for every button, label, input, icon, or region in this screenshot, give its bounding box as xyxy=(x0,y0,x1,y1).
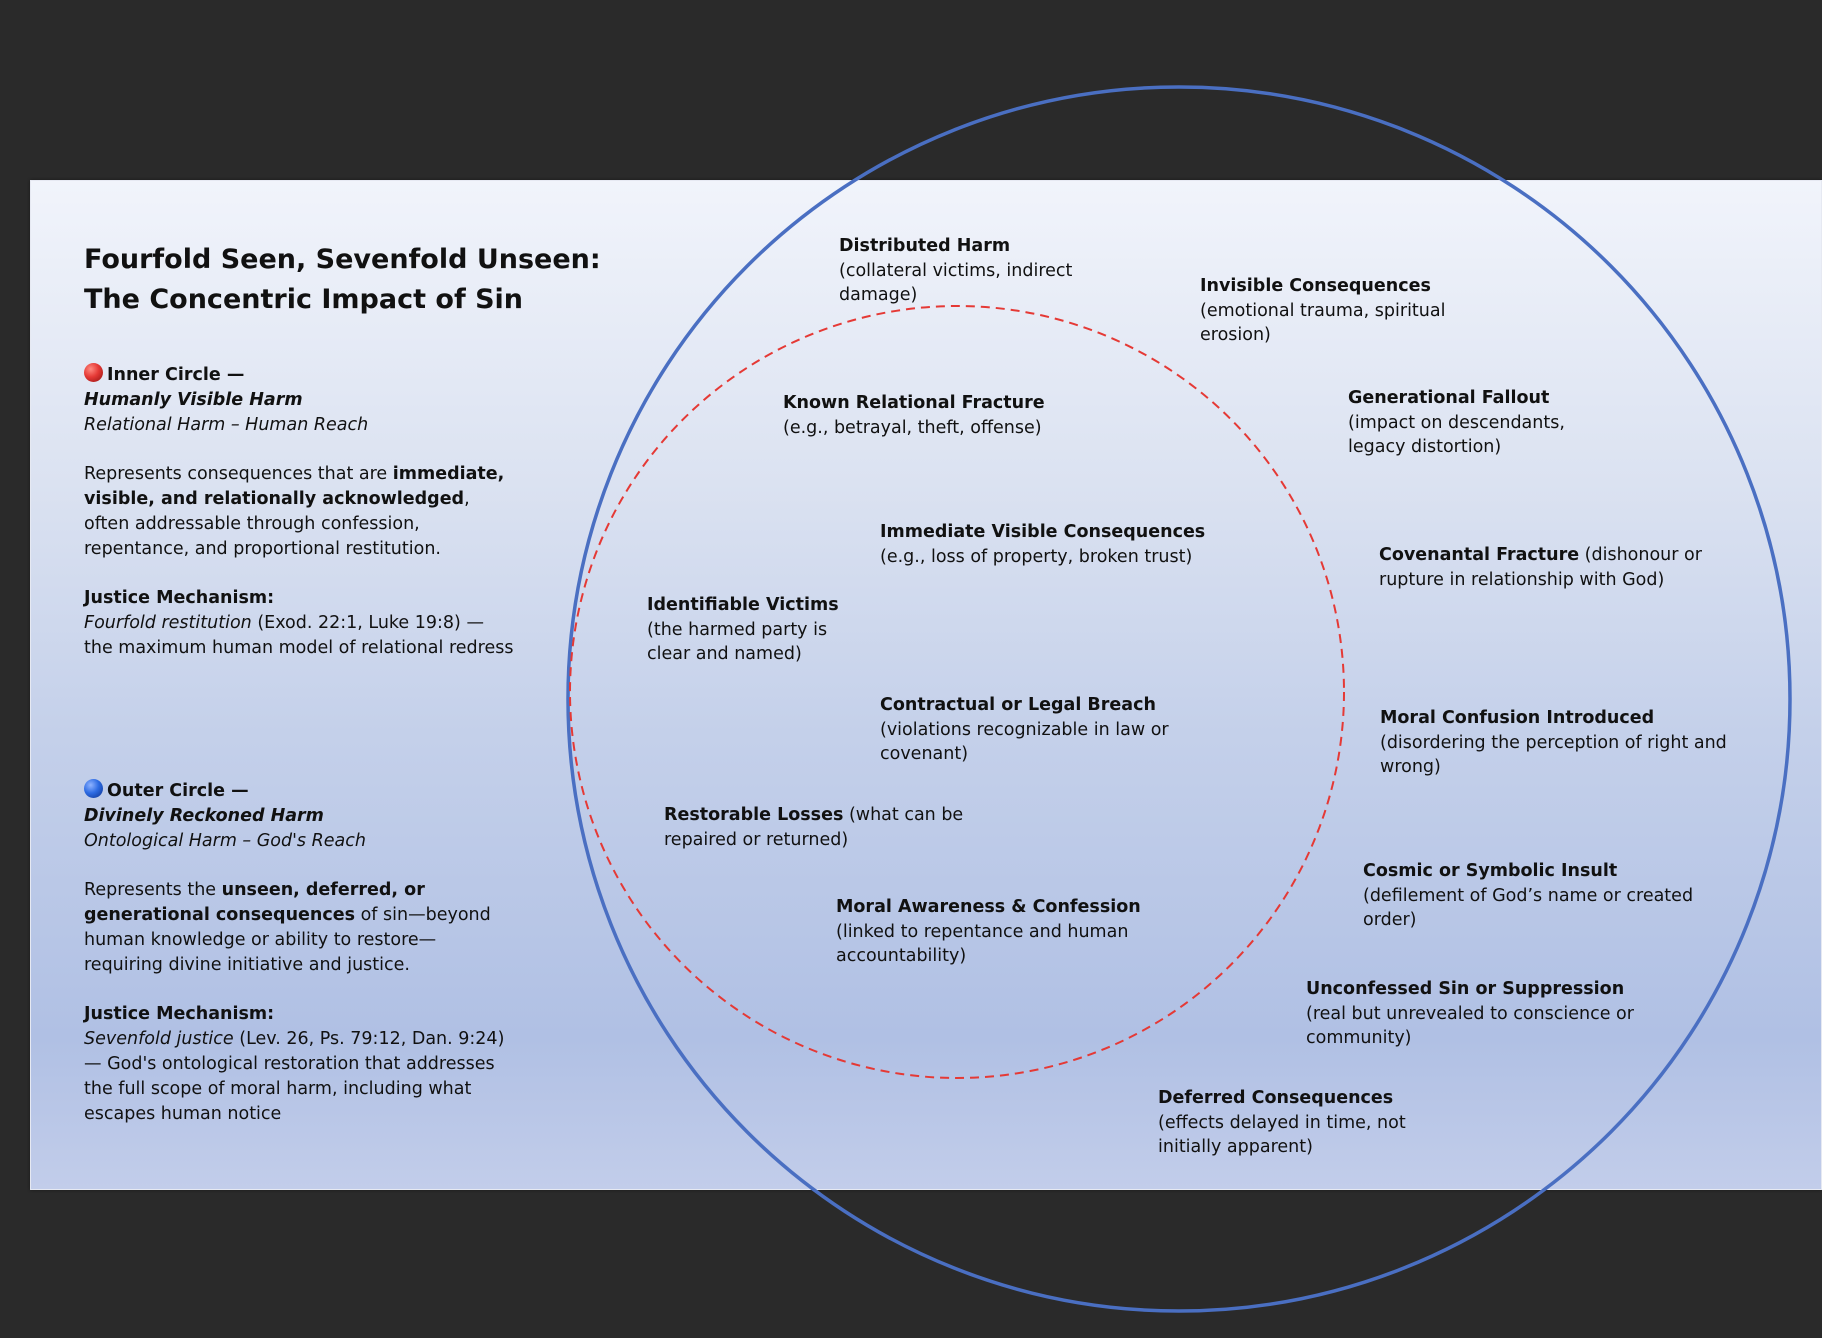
legend-outer: Outer Circle — Divinely Reckoned Harm On… xyxy=(84,779,514,1127)
legend-outer-description: Represents the unseen, deferred, or gene… xyxy=(84,880,491,975)
legend-inner-mechanism: Fourfold restitution (Exod. 22:1, Luke 1… xyxy=(84,613,514,658)
slide-panel xyxy=(30,180,1822,1190)
legend-outer-name: Divinely Reckoned Harm xyxy=(84,806,324,826)
outer-label-distributed-harm: Distributed Harm (collateral victims, in… xyxy=(839,236,1073,305)
inner-label-identifiable-victims: Identifiable Victims (the harmed party i… xyxy=(647,595,839,664)
outer-label-covenantal-fracture: Covenantal Fracture (dishonour or ruptur… xyxy=(1379,545,1702,590)
inner-label-visible-consequences: Immediate Visible Consequences (e.g., lo… xyxy=(880,522,1206,567)
outer-label-invisible-consequences: Invisible Consequences (emotional trauma… xyxy=(1200,276,1446,345)
legend-outer-mechanism: Sevenfold justice (Lev. 26, Ps. 79:12, D… xyxy=(84,1029,505,1124)
legend-outer-subtitle: Ontological Harm – God's Reach xyxy=(84,831,366,851)
outer-label-moral-confusion: Moral Confusion Introduced (disordering … xyxy=(1380,708,1727,777)
legend-inner-heading: Inner Circle — xyxy=(107,365,245,385)
outer-label-unconfessed-sin: Unconfessed Sin or Suppression (real but… xyxy=(1306,979,1634,1048)
legend-inner-subtitle: Relational Harm – Human Reach xyxy=(84,415,369,435)
red-dot-icon xyxy=(84,363,103,382)
inner-label-restorable-losses: Restorable Losses (what can be repaired … xyxy=(664,805,964,850)
legend-outer-heading: Outer Circle — xyxy=(107,781,249,801)
inner-circle xyxy=(569,305,1345,1079)
blue-dot-icon xyxy=(84,779,103,798)
legend-inner-name: Humanly Visible Harm xyxy=(84,390,303,410)
outer-circle xyxy=(566,85,1792,1313)
legend-inner-description: Represents consequences that are immedia… xyxy=(84,464,505,559)
diagram-title: Fourfold Seen, Sevenfold Unseen: The Con… xyxy=(84,240,644,320)
legend-outer-mechanism-label: Justice Mechanism: xyxy=(84,1004,275,1024)
legend-inner-mechanism-label: Justice Mechanism: xyxy=(84,588,275,608)
outer-label-cosmic-insult: Cosmic or Symbolic Insult (defilement of… xyxy=(1363,861,1694,930)
title-line-1: Fourfold Seen, Sevenfold Unseen: xyxy=(84,244,601,275)
inner-label-moral-awareness: Moral Awareness & Confession (linked to … xyxy=(836,897,1141,966)
outer-label-deferred-consequences: Deferred Consequences (effects delayed i… xyxy=(1158,1088,1406,1157)
outer-label-generational-fallout: Generational Fallout (impact on descenda… xyxy=(1348,388,1565,457)
inner-label-legal-breach: Contractual or Legal Breach (violations … xyxy=(880,695,1169,764)
title-line-2: The Concentric Impact of Sin xyxy=(84,284,524,315)
legend-inner: Inner Circle — Humanly Visible Harm Rela… xyxy=(84,363,514,661)
inner-label-relational-fracture: Known Relational Fracture (e.g., betraya… xyxy=(783,393,1045,438)
